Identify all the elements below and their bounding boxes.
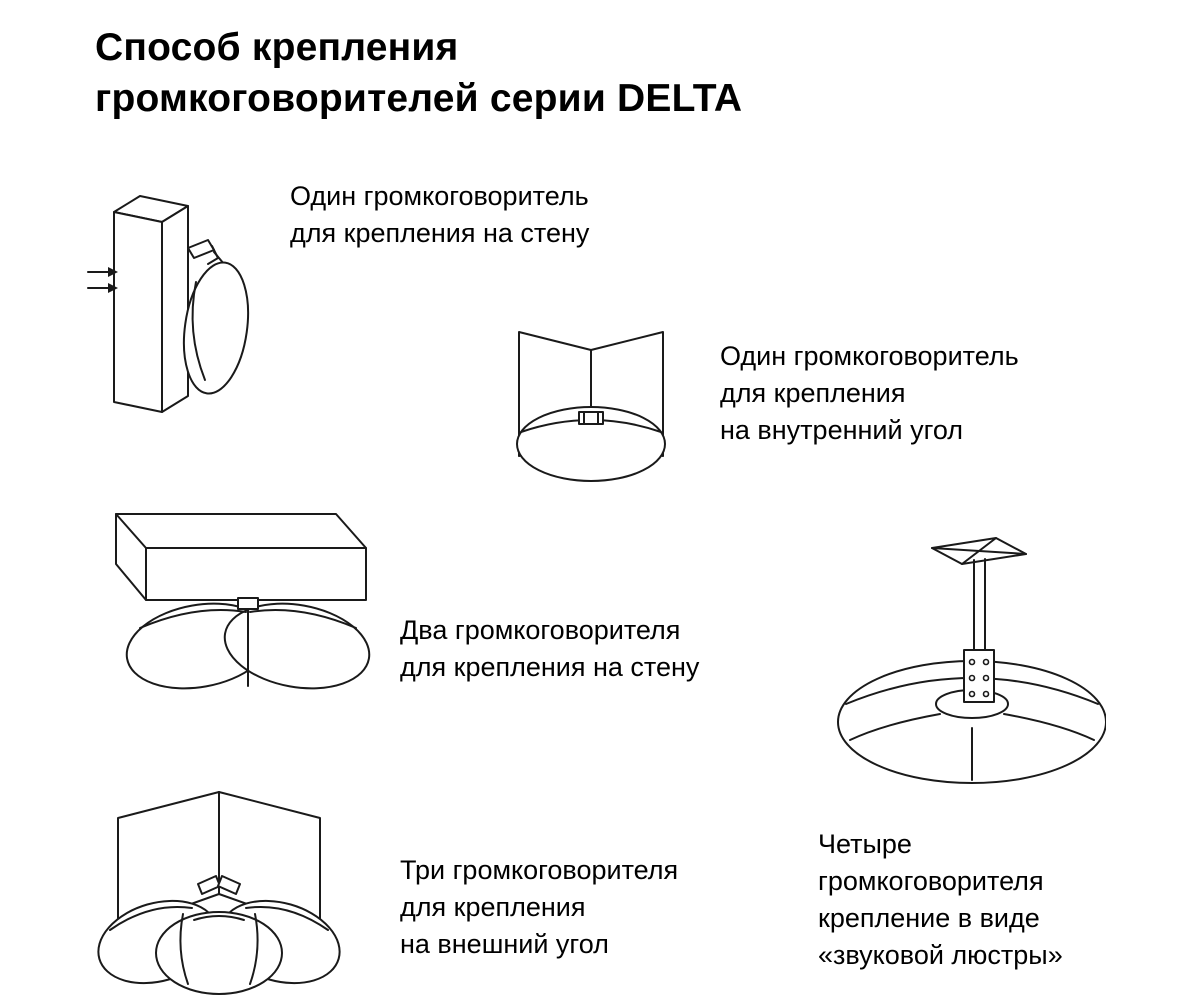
caption-line: для крепления (720, 378, 906, 408)
caption-line: на внешний угол (400, 929, 609, 959)
page-title-line-2: громкоговорителей серии DELTA (95, 77, 743, 120)
caption-line: Один громкоговоритель (290, 181, 589, 211)
wall-double-speaker-figure (84, 506, 376, 694)
caption-line: Два громкоговорителя (400, 615, 681, 645)
caption-line: Один громкоговоритель (720, 341, 1019, 371)
caption-line: для крепления на стену (400, 652, 700, 682)
wall-double-speaker-icon (115, 513, 371, 690)
chandelier-quad-speaker-caption: Четыре громкоговорителя крепление в виде… (818, 826, 1063, 974)
caption-line: Три громкоговорителя (400, 855, 679, 885)
caption-line: для крепления на стену (290, 218, 590, 248)
caption-line: «звуковой люстры» (818, 940, 1063, 970)
caption-line: на внутренний угол (720, 415, 963, 445)
wall-single-speaker-caption: Один громкоговоритель для крепления на с… (290, 178, 589, 252)
chandelier-quad-speaker-icon (837, 537, 1106, 784)
caption-line: громкоговорителя (818, 866, 1044, 896)
chandelier-quad-speaker-figure (812, 532, 1106, 792)
inner-corner-single-speaker-icon (516, 331, 666, 482)
wall-double-speaker-caption: Два громкоговорителя для крепления на ст… (400, 612, 699, 686)
wall-single-speaker-icon (87, 195, 250, 413)
inner-corner-single-speaker-caption: Один громкоговоритель для крепления на в… (720, 338, 1019, 449)
outer-corner-triple-speaker-icon (97, 791, 341, 995)
page-title: Способ крепления громкоговорителей серии… (95, 22, 742, 124)
caption-line: Четыре (818, 829, 912, 859)
caption-line: для крепления (400, 892, 586, 922)
outer-corner-triple-speaker-figure (88, 788, 350, 996)
page-title-line-1: Способ крепления (95, 26, 459, 69)
inner-corner-single-speaker-figure (505, 326, 677, 494)
outer-corner-triple-speaker-caption: Три громкоговорителя для крепления на вн… (400, 852, 678, 963)
caption-line: крепление в виде (818, 903, 1040, 933)
wall-single-speaker-figure (86, 180, 258, 418)
